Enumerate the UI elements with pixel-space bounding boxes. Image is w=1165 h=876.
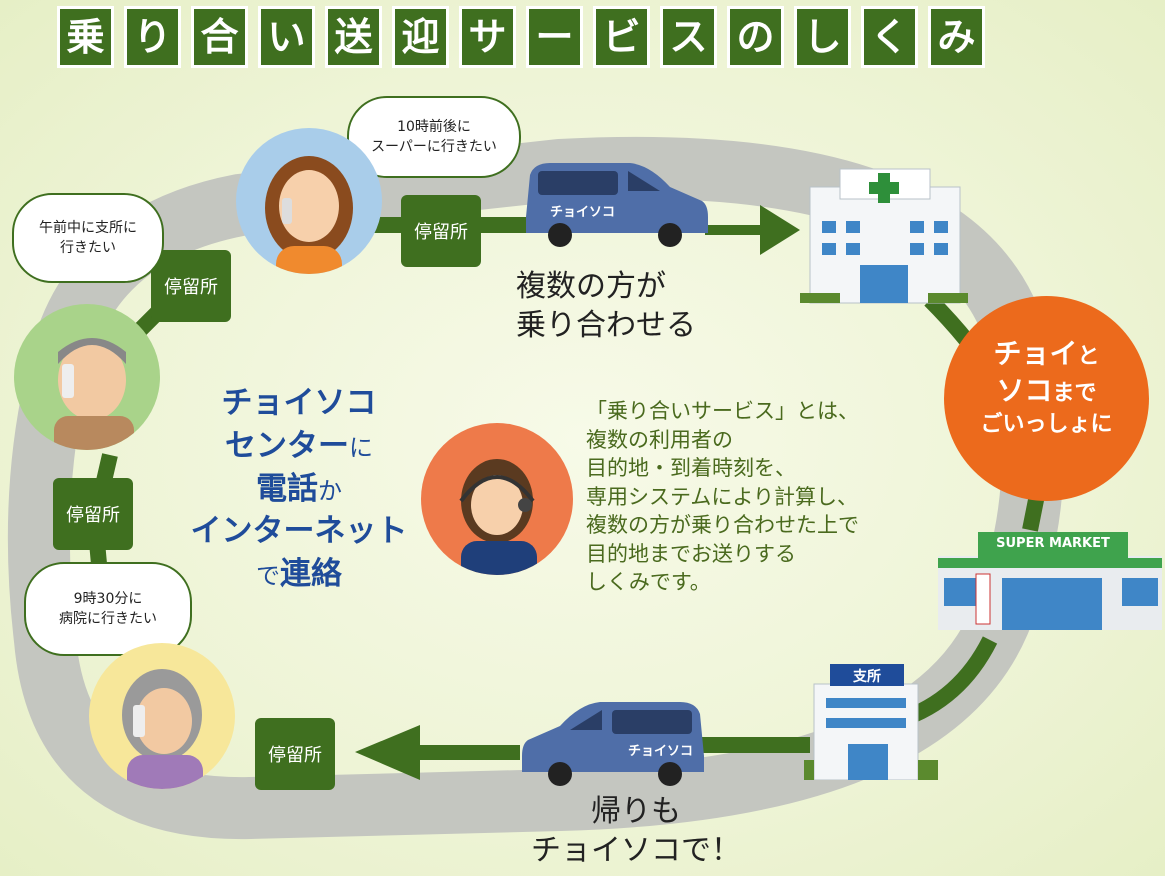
van-logo-text: チョイソコ [628, 740, 693, 759]
badge-text: ソコ [996, 374, 1052, 407]
center-line: インターネット [184, 510, 414, 553]
van-logo-text: チョイソコ [550, 201, 615, 220]
title-char-tile: の [727, 6, 784, 68]
branch-office-building: 支所 [804, 664, 938, 780]
van-bottom: チョイソコ [520, 696, 710, 788]
badge-text-small: まで [1053, 381, 1097, 406]
supermarket-sign: SUPER MARKET [978, 536, 1128, 551]
supermarket-building: SUPER MARKET [938, 528, 1162, 630]
road-text-bottom: 帰りも チョイソコで！ [516, 792, 756, 870]
title-char-tile: 合 [191, 6, 248, 68]
bus-stop-left: 停留所 [53, 478, 133, 550]
badge-text-small: と [1078, 344, 1100, 369]
description-line: しくみです。 [586, 568, 859, 597]
title-char-tile: ビ [593, 6, 650, 68]
bubble-text: 10時前後に [371, 117, 497, 137]
center-line: 電話 [256, 471, 318, 507]
contact-center-text: チョイソコ センターに 電話か インターネット で連絡 [184, 382, 414, 596]
title-char-tile: 送 [325, 6, 382, 68]
title-char-tile: り [124, 6, 181, 68]
road-text-top: 複数の方が 乗り合わせる [516, 267, 696, 345]
bus-stop-top: 停留所 [401, 195, 481, 267]
slogan-badge: チョイと ソコまで ごいっしょに [944, 296, 1149, 501]
center-line: チョイソコ [184, 382, 414, 425]
badge-text: チョイ [993, 337, 1077, 370]
bus-stop-left-top: 停留所 [151, 250, 231, 322]
description-line: 目的地までお送りする [586, 540, 859, 569]
road-text-line: 乗り合わせる [516, 306, 696, 345]
badge-text-small: ごいっしょに [944, 410, 1149, 439]
description-line: 複数の利用者の [586, 426, 859, 455]
description-line: 専用システムにより計算し、 [586, 483, 859, 512]
center-line-small: で [256, 562, 280, 590]
description-line: 「乗り合いサービス」とは、 [586, 397, 859, 426]
bubble-text: 9時30分に [59, 589, 157, 609]
bus-stop-bottom: 停留所 [255, 718, 335, 790]
title-banner: 乗り合い送迎サービスのしくみ [57, 6, 985, 68]
bubble-text: 行きたい [39, 238, 137, 258]
title-char-tile: い [258, 6, 315, 68]
title-char-tile: 乗 [57, 6, 114, 68]
road-text-line: 帰りも [516, 792, 756, 831]
hospital-building [800, 165, 968, 305]
center-line-small: に [349, 434, 373, 462]
bubble-text: 午前中に支所に [39, 218, 137, 238]
arrow-top-right [705, 205, 800, 255]
service-description: 「乗り合いサービス」とは、複数の利用者の目的地・到着時刻を、専用システムにより計… [586, 397, 859, 597]
center-line: 連絡 [280, 556, 342, 592]
description-line: 目的地・到着時刻を、 [586, 454, 859, 483]
title-char-tile: ス [660, 6, 717, 68]
title-char-tile: く [861, 6, 918, 68]
title-char-tile: ー [526, 6, 583, 68]
title-char-tile: し [794, 6, 851, 68]
branch-sign: 支所 [830, 666, 904, 686]
description-line: 複数の方が乗り合わせた上で [586, 511, 859, 540]
bubble-text: スーパーに行きたい [371, 137, 497, 157]
title-char-tile: み [928, 6, 985, 68]
bubble-text: 病院に行きたい [59, 609, 157, 629]
road-text-line: チョイソコで！ [516, 831, 756, 870]
speech-bubble-left-bottom: 9時30分に病院に行きたい [24, 562, 192, 656]
center-line: センター [225, 428, 349, 464]
woman-phone-avatar [236, 128, 382, 274]
road-text-line: 複数の方が [516, 267, 696, 306]
operator-avatar [421, 423, 573, 575]
elderly-woman-avatar [89, 643, 235, 789]
title-char-tile: サ [459, 6, 516, 68]
man-phone-avatar [14, 304, 160, 450]
van-top: チョイソコ [520, 157, 710, 249]
title-char-tile: 迎 [392, 6, 449, 68]
speech-bubble-left-top: 午前中に支所に行きたい [12, 193, 164, 283]
center-line-small: か [318, 477, 342, 505]
